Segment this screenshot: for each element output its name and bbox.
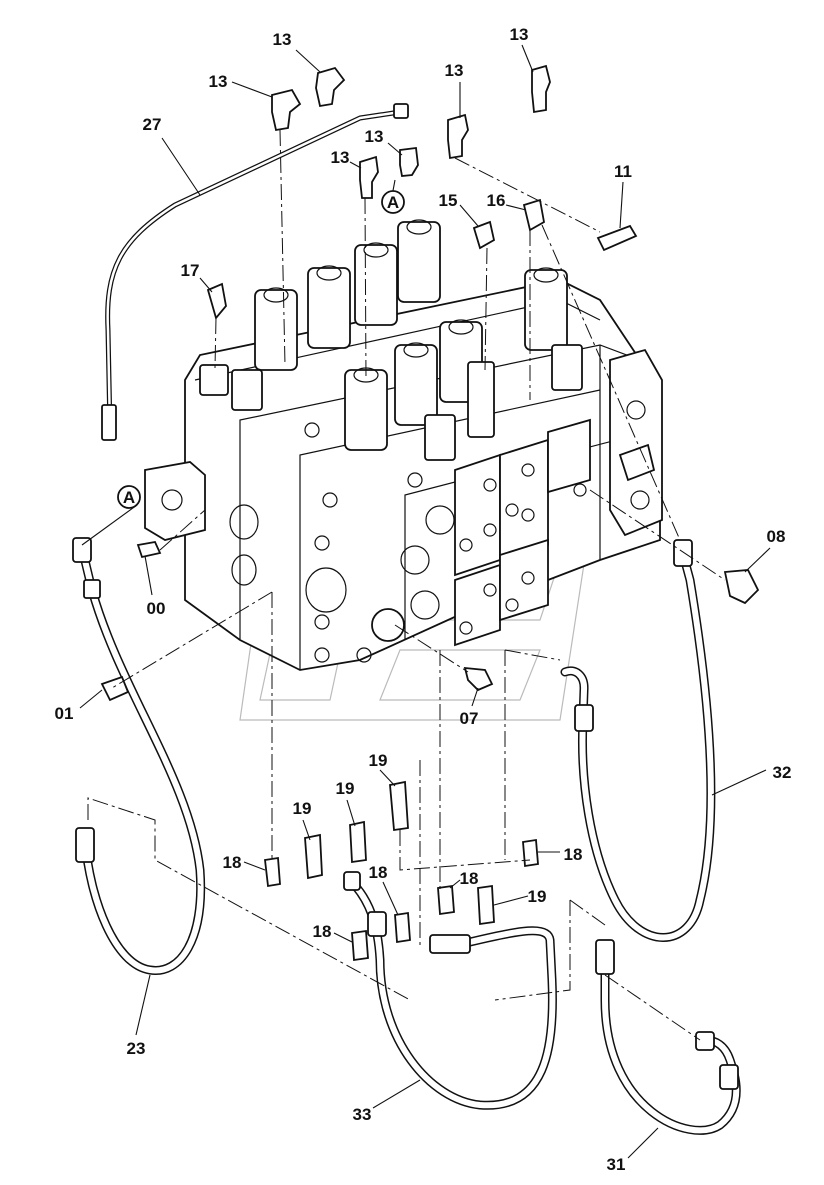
leader-lines [79,44,771,1159]
callout-a-label: A [123,488,135,507]
part-label-13: 13 [331,148,350,167]
hose-27 [101,103,409,441]
part-label-18: 18 [460,869,479,888]
part-label-00: 00 [147,599,166,618]
hose-32 [560,539,716,942]
part-label-18: 18 [369,863,388,882]
part-labels: 13 13 13 13 13 13 27 11 15 16 17 08 00 0… [55,25,792,1174]
pilot-valve-blocks [454,418,591,647]
part-label-08: 08 [767,527,786,546]
part-label-07: 07 [460,709,479,728]
part-label-18: 18 [313,922,332,941]
part-label-33: 33 [353,1105,372,1124]
hose-23 [72,537,206,975]
hose-33 [343,871,557,1110]
part-label-18: 18 [223,853,242,872]
part-label-23: 23 [127,1039,146,1058]
part-label-13: 13 [445,61,464,80]
spool-towers-lower [344,267,568,451]
hose-31 [595,939,741,1135]
part-label-19: 19 [293,799,312,818]
part-label-11: 11 [614,162,632,181]
part-label-13: 13 [365,127,384,146]
assembly-lines [87,129,726,1041]
part-label-17: 17 [181,261,200,280]
callout-a-label: A [387,193,399,212]
part-label-13: 13 [209,72,228,91]
front-ports [229,422,455,663]
control-valve-block [144,219,663,671]
part-label-16: 16 [487,191,506,210]
part-label-13: 13 [510,25,529,44]
callout-a-left: A [117,485,141,509]
part-label-18: 18 [564,845,583,864]
part-label-13: 13 [273,30,292,49]
part-label-19: 19 [528,887,547,906]
part-label-32: 32 [773,763,792,782]
part-label-15: 15 [439,191,458,210]
part-label-27: 27 [143,115,162,134]
fittings [100,64,760,962]
part-label-01: 01 [55,704,74,723]
relief-valves [199,344,583,461]
part-label-19: 19 [369,751,388,770]
callout-a-upper: A [381,190,405,214]
part-label-19: 19 [336,779,355,798]
part-label-31: 31 [607,1155,626,1174]
